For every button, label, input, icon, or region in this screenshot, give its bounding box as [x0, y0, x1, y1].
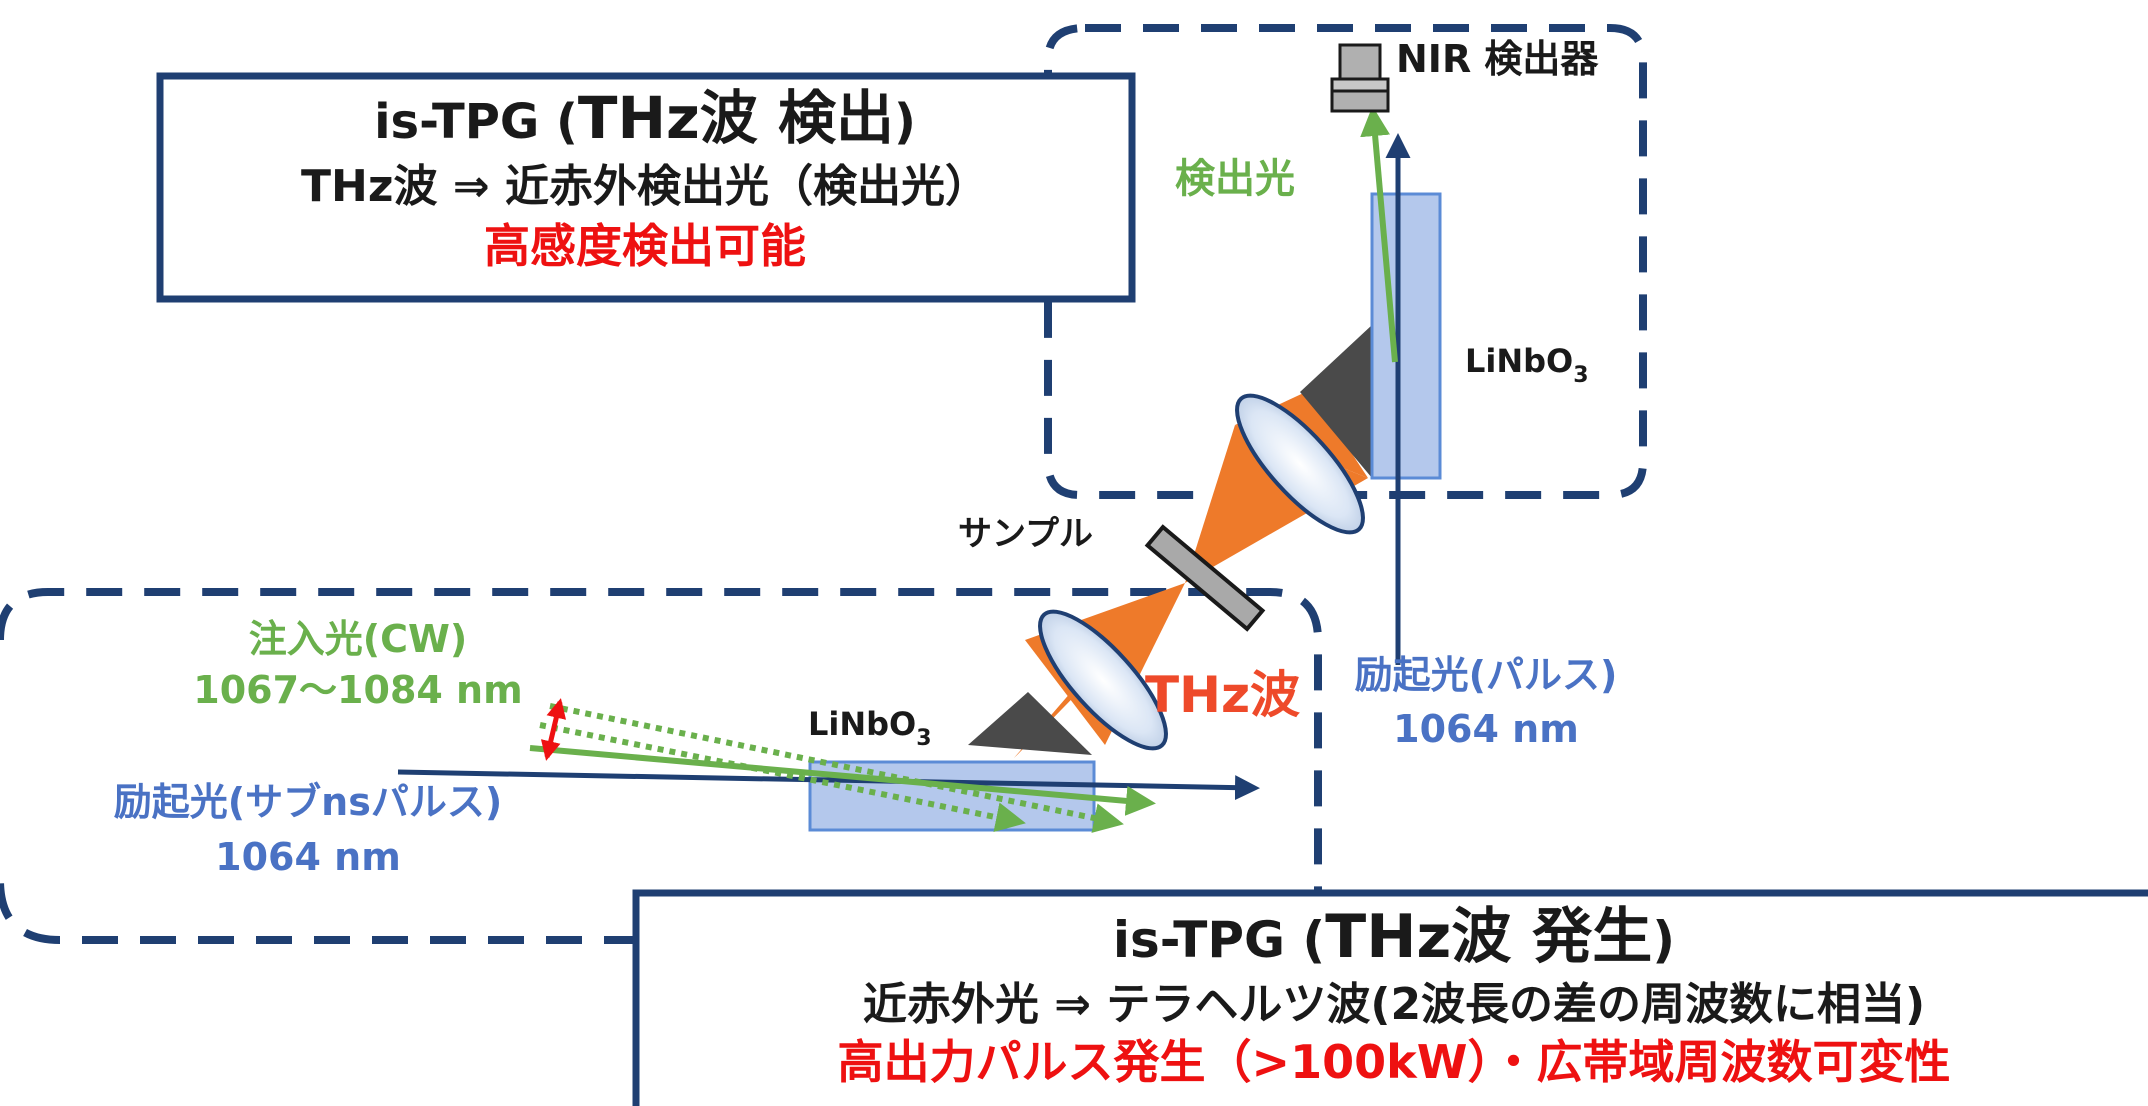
pump-right-label-line2: 1064 nm — [1393, 707, 1579, 751]
pump-left-label-line1: 励起光(サブnsパルス) — [114, 780, 502, 824]
prism-icon — [1300, 325, 1372, 478]
generation-feature: 高出力パルス発生（>100kW）・広帯域周波数可変性 — [837, 1035, 1951, 1089]
detection-feature: 高感度検出可能 — [484, 218, 806, 273]
nir-detector-label: NIR 検出器 — [1396, 37, 1599, 81]
nir-detector-icon — [1330, 43, 1390, 113]
detection-light-beam — [1360, 106, 1398, 363]
detection-box-text: is-TPG (THz波 検出) THz波 ⇒ 近赤外検出光（検出光） 高感度検… — [165, 82, 1125, 294]
detection-box — [156, 72, 1136, 303]
pump-right-label-line1: 励起光(パルス) — [1355, 653, 1618, 697]
thz-wave-label: THz波 — [1145, 666, 1300, 724]
seed-beam-dotted-lower — [539, 722, 1026, 832]
sample-label: サンプル — [958, 514, 1093, 554]
seed-beam-solid — [529, 745, 1156, 816]
generation-box — [632, 889, 2148, 1106]
crystal-bottom — [808, 760, 1096, 832]
seed-label-line1: 注入光(CW) — [249, 617, 468, 661]
generation-conversion: 近赤外光 ⇒ テラヘルツ波(2波長の差の周波数に相当) — [862, 979, 1926, 1030]
lens-icon — [1235, 393, 1365, 535]
tuning-arrow-icon — [540, 698, 567, 761]
generation-title: is-TPG (THz波 発生) — [1112, 902, 1676, 972]
pump-left-label-line2: 1064 nm — [215, 835, 401, 879]
sample-plate-icon — [1144, 524, 1266, 632]
crystal-bottom-label: LiNbO3 — [808, 705, 932, 751]
crystal-top-label: LiNbO3 — [1465, 342, 1589, 388]
detection-conversion: THz波 ⇒ 近赤外検出光（検出光） — [301, 160, 989, 212]
detection-title: is-TPG (THz波 検出) — [374, 84, 916, 152]
detection-light-label: 検出光 — [1175, 156, 1295, 202]
seed-label-line2: 1067〜1084 nm — [193, 668, 522, 712]
generation-region-boundary — [0, 588, 1322, 944]
generation-box-text: is-TPG (THz波 発生) 近赤外光 ⇒ テラヘルツ波(2波長の差の周波数… — [640, 900, 2148, 1106]
prism-icon — [968, 692, 1092, 755]
lens-icon — [1038, 609, 1168, 751]
